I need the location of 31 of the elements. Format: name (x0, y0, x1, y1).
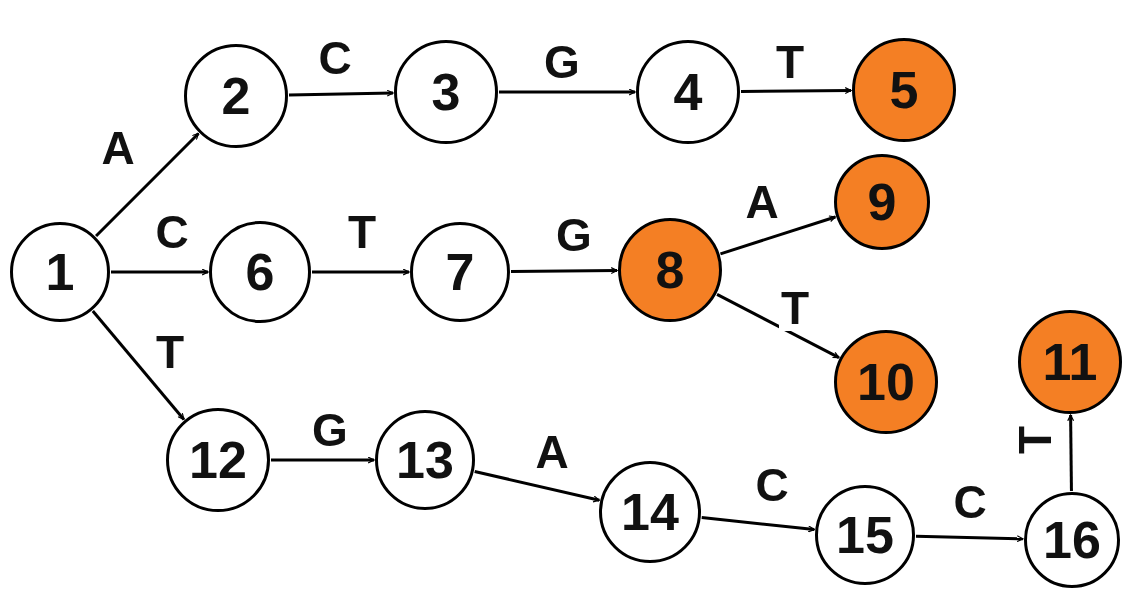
arrow (511, 267, 618, 275)
state-number: 12 (189, 434, 247, 486)
state-number: 10 (857, 356, 915, 408)
arrow (312, 268, 410, 276)
state-number: 1 (45, 246, 75, 298)
arrow (499, 88, 636, 96)
arrow (91, 310, 186, 421)
state-number: 15 (836, 509, 894, 561)
state-number: 2 (221, 70, 251, 122)
state-number: 6 (245, 246, 275, 298)
arrow (701, 516, 815, 533)
arrow (95, 132, 200, 237)
state-number: 11 (1042, 336, 1098, 388)
state-number: 16 (1043, 514, 1101, 566)
arrow (915, 534, 1024, 543)
arrow (271, 456, 375, 464)
arrow (716, 293, 840, 359)
arrow (111, 268, 209, 276)
state-number: 14 (621, 486, 679, 538)
arrow (741, 87, 852, 95)
state-number: 13 (396, 434, 454, 486)
state-number: 3 (431, 66, 461, 118)
state-number: 9 (867, 176, 897, 228)
state-number: 4 (673, 66, 703, 118)
arrow (474, 470, 600, 503)
state-number: 8 (655, 244, 685, 296)
arrow (288, 89, 394, 97)
arrow (1067, 414, 1075, 491)
state-number: 5 (889, 64, 919, 116)
arrow (720, 215, 836, 256)
state-number: 7 (445, 246, 475, 298)
